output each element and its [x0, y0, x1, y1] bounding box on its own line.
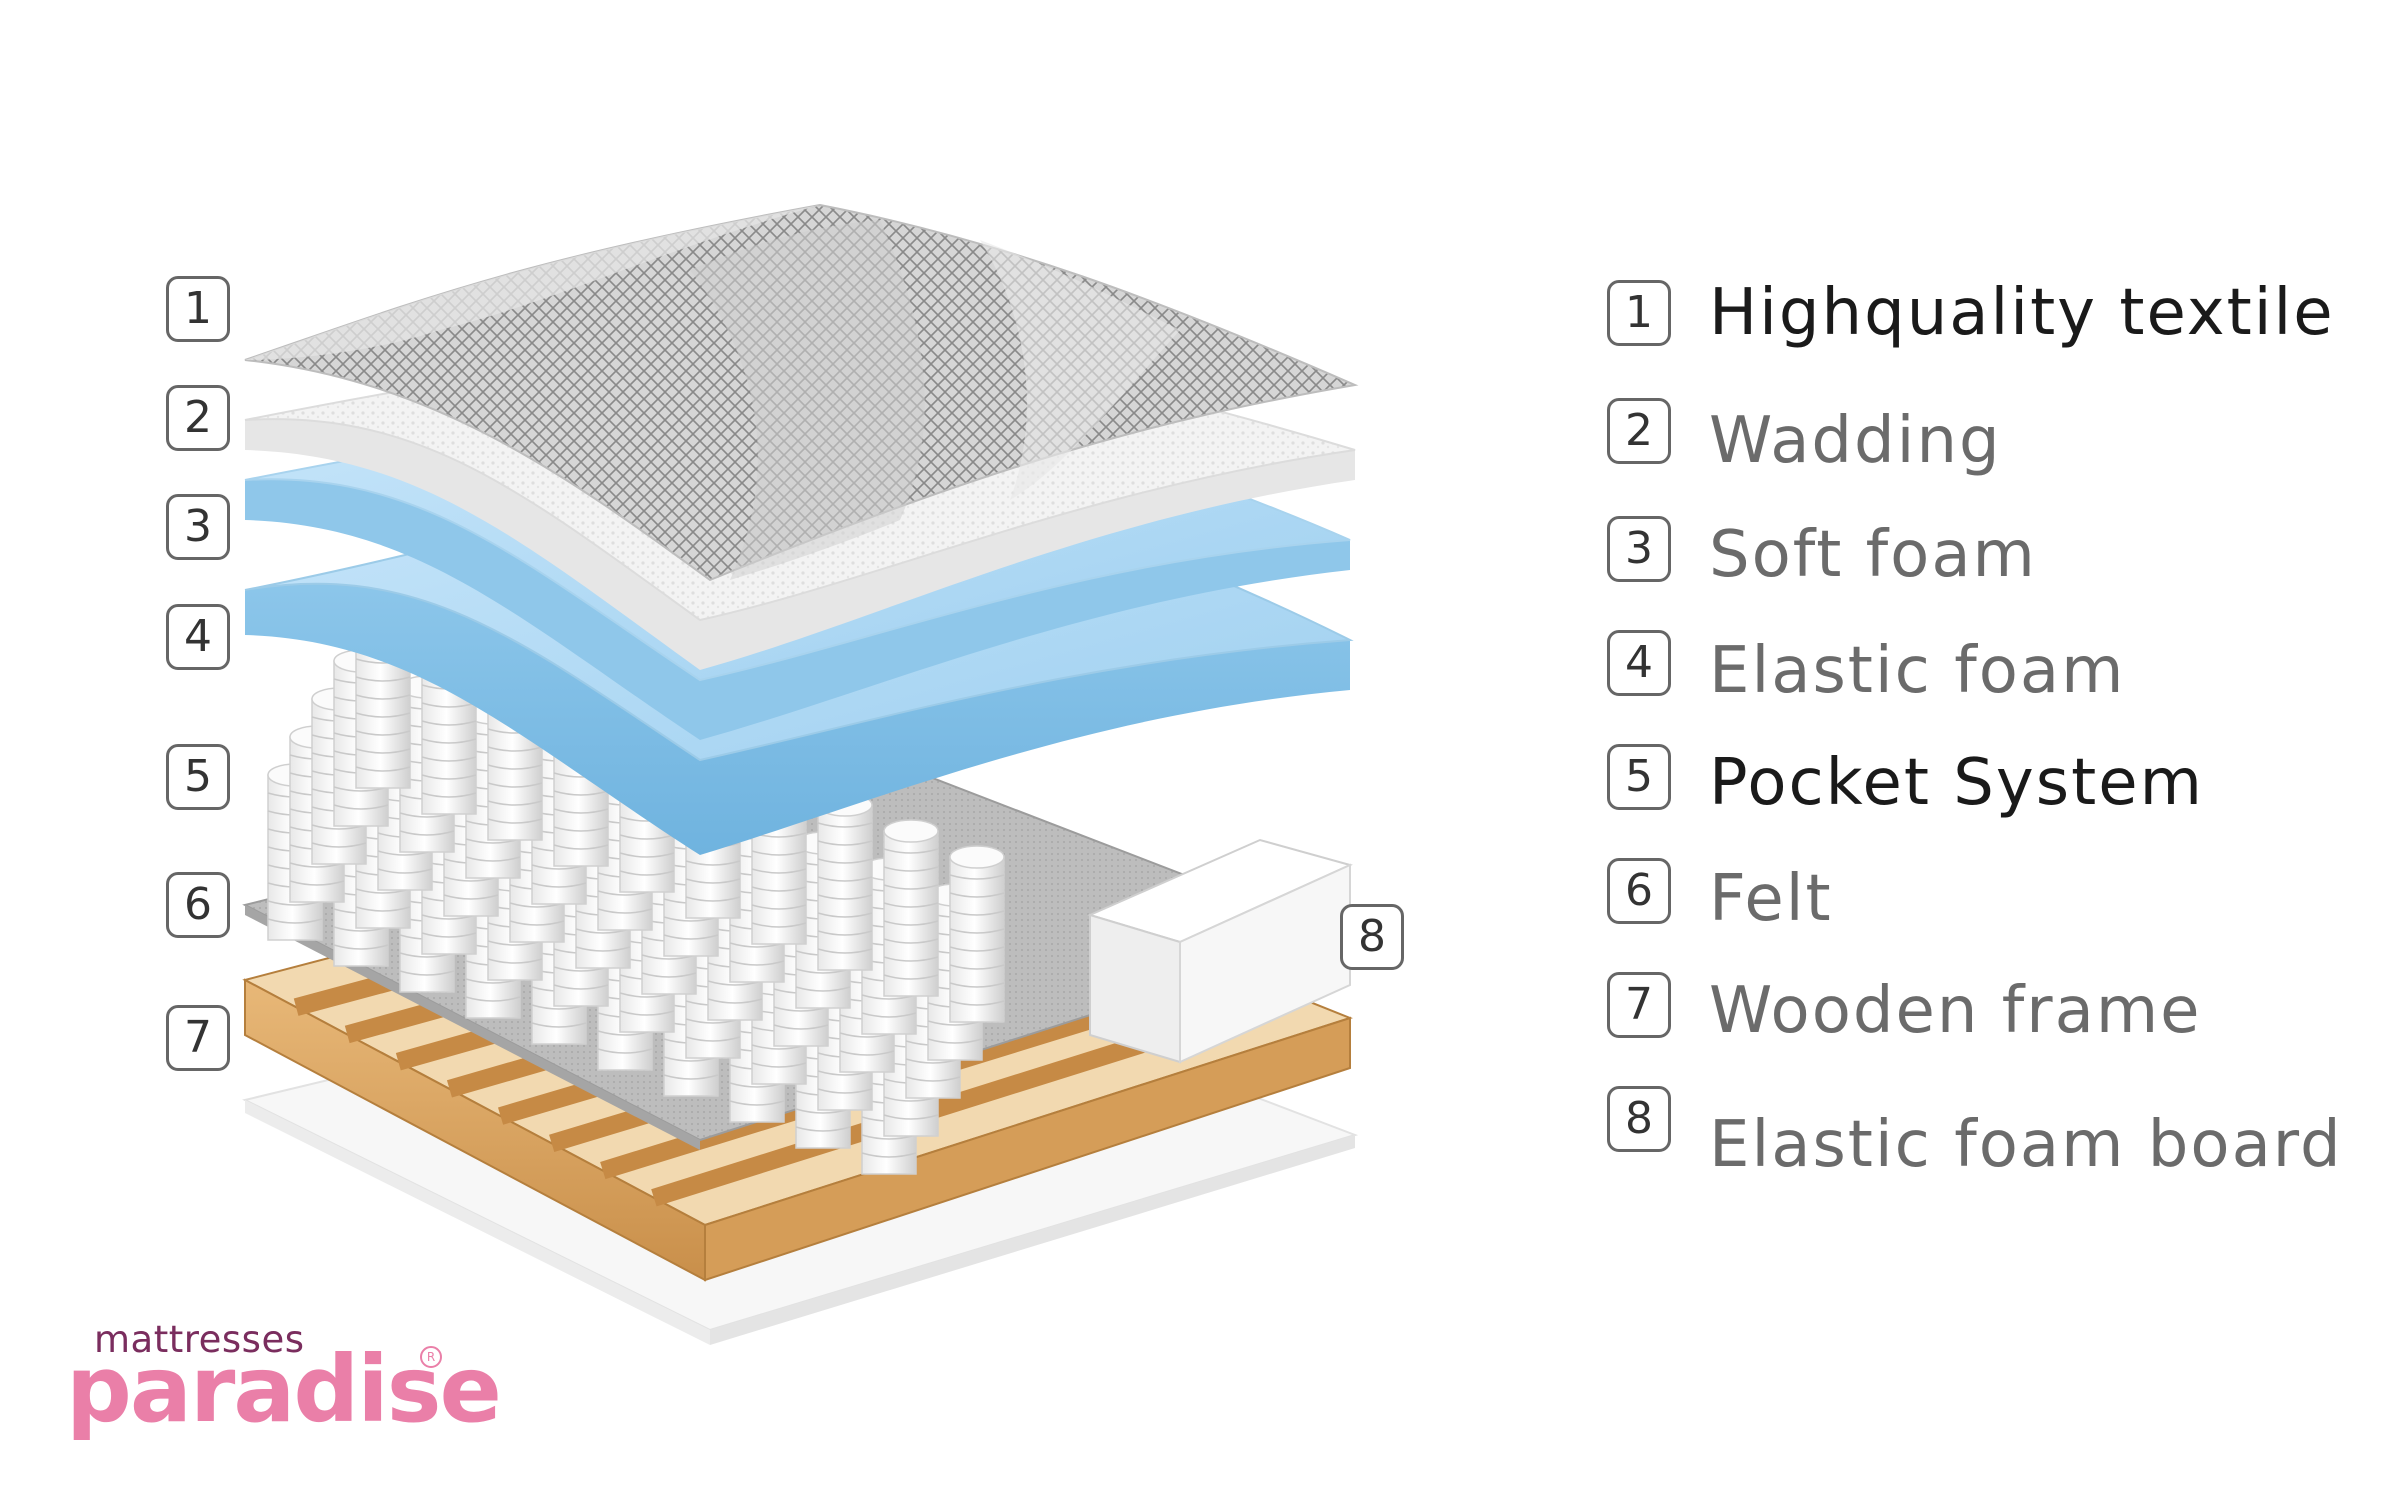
legend-label: Wadding [1709, 404, 2002, 478]
legend-number-badge: 8 [1607, 1086, 1671, 1152]
textile-layer [244, 203, 1359, 582]
pocket-spring-layer [267, 611, 1005, 1175]
legend-label: Elastic foam board [1709, 1108, 2343, 1182]
legend-label: Wooden frame [1709, 974, 2202, 1048]
diagram-number-8: 8 [1340, 904, 1404, 970]
legend-number-badge: 1 [1607, 280, 1671, 346]
legend-label: Elastic foam [1709, 634, 2126, 708]
diagram-number-3: 3 [166, 494, 230, 560]
legend-label: Felt [1709, 862, 1833, 936]
diagram-number-1: 1 [166, 276, 230, 342]
logo-top-text: mattresses [94, 1318, 305, 1361]
legend-number-badge: 2 [1607, 398, 1671, 464]
diagram-number-7: 7 [166, 1005, 230, 1071]
pocket-spring [949, 845, 1005, 1023]
elastic-foam-board [1087, 838, 1353, 1064]
pocket-spring [883, 819, 939, 997]
diagram-number-4: 4 [166, 604, 230, 670]
diagram-number-2: 2 [166, 385, 230, 451]
legend-label: Pocket System [1709, 746, 2204, 820]
registered-mark-icon: R [420, 1346, 442, 1368]
legend-number-badge: 4 [1607, 630, 1671, 696]
diagram-number-6: 6 [166, 872, 230, 938]
legend-label: Highquality textile [1709, 276, 2335, 350]
diagram-number-5: 5 [166, 744, 230, 810]
legend-number-badge: 6 [1607, 858, 1671, 924]
legend-label: Soft foam [1709, 518, 2037, 592]
legend-number-badge: 7 [1607, 972, 1671, 1038]
pocket-spring [817, 793, 873, 971]
legend-number-badge: 5 [1607, 744, 1671, 810]
legend-number-badge: 3 [1607, 516, 1671, 582]
